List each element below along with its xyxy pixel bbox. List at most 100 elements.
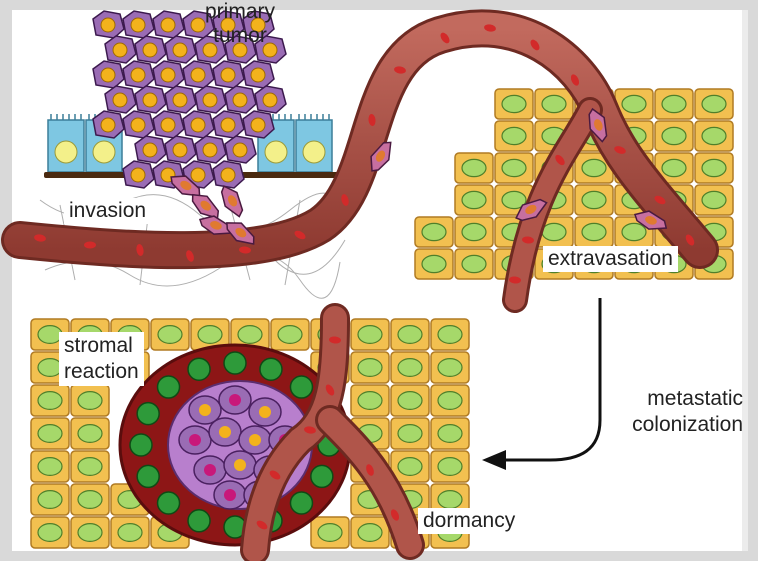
tissue-nucleus — [462, 191, 486, 208]
tissue-nucleus — [398, 458, 422, 476]
epithelial-nucleus — [93, 141, 115, 163]
tissue-nucleus — [78, 524, 102, 542]
tumor-nucleus — [161, 68, 175, 82]
tissue-nucleus — [118, 524, 142, 542]
tissue-nucleus — [398, 425, 422, 443]
colony-nucleus — [224, 489, 236, 501]
tissue-nucleus — [702, 159, 726, 176]
label-metastatic-colonization: metastatic colonization — [617, 386, 743, 438]
tissue-nucleus — [502, 95, 526, 112]
tissue-nucleus — [38, 392, 62, 410]
tissue-nucleus — [438, 458, 462, 476]
colony-nucleus — [219, 426, 231, 438]
colony-nucleus — [229, 394, 241, 406]
tissue-nucleus — [38, 458, 62, 476]
red-blood-cell — [84, 242, 96, 249]
tissue-nucleus — [398, 326, 422, 344]
tissue-nucleus — [462, 255, 486, 272]
tissue-nucleus — [438, 359, 462, 377]
tumor-nucleus — [131, 68, 145, 82]
colony-nucleus — [199, 404, 211, 416]
label-primary-tumor: primary tumor — [205, 0, 275, 48]
tissue-nucleus — [462, 159, 486, 176]
tissue-nucleus — [422, 255, 446, 272]
stromal-nucleus — [137, 465, 159, 487]
stromal-nucleus — [290, 376, 312, 398]
tumor-nucleus — [173, 43, 187, 57]
tumor-nucleus — [233, 143, 247, 157]
label-invasion: invasion — [64, 198, 151, 224]
stromal-nucleus — [158, 376, 180, 398]
tissue-nucleus — [398, 359, 422, 377]
tissue-nucleus — [278, 326, 302, 344]
tissue-nucleus — [38, 425, 62, 443]
tumor-nucleus — [113, 43, 127, 57]
tissue-nucleus — [398, 392, 422, 410]
stromal-nucleus — [260, 358, 282, 380]
tumor-nucleus — [251, 118, 265, 132]
tissue-nucleus — [438, 392, 462, 410]
tumor-nucleus — [221, 68, 235, 82]
tissue-nucleus — [358, 326, 382, 344]
tumor-nucleus — [251, 68, 265, 82]
tissue-nucleus — [462, 223, 486, 240]
tissue-nucleus — [502, 159, 526, 176]
tissue-nucleus — [502, 127, 526, 144]
tumor-nucleus — [143, 43, 157, 57]
tissue-nucleus — [702, 191, 726, 208]
tumor-nucleus — [101, 68, 115, 82]
tissue-nucleus — [78, 458, 102, 476]
tissue-nucleus — [78, 491, 102, 509]
tumor-nucleus — [191, 68, 205, 82]
label-dormancy: dormancy — [418, 508, 520, 534]
tissue-nucleus — [702, 95, 726, 112]
tumor-nucleus — [161, 118, 175, 132]
tissue-nucleus — [158, 326, 182, 344]
tissue-nucleus — [358, 524, 382, 542]
stromal-nucleus — [290, 492, 312, 514]
tumor-nucleus — [221, 118, 235, 132]
tissue-nucleus — [622, 95, 646, 112]
tumor-nucleus — [191, 118, 205, 132]
tumor-nucleus — [131, 168, 145, 182]
tissue-nucleus — [238, 326, 262, 344]
tumor-nucleus — [143, 93, 157, 107]
tissue-nucleus — [198, 326, 222, 344]
tissue-nucleus — [582, 159, 606, 176]
stromal-nucleus — [130, 434, 152, 456]
tumor-nucleus — [113, 93, 127, 107]
tumor-nucleus — [131, 118, 145, 132]
tissue-nucleus — [542, 223, 566, 240]
tumor-nucleus — [191, 168, 205, 182]
tumor-nucleus — [173, 93, 187, 107]
colony-nucleus — [204, 464, 216, 476]
tissue-nucleus — [438, 425, 462, 443]
tumor-nucleus — [101, 18, 115, 32]
tissue-nucleus — [38, 524, 62, 542]
colony-nucleus — [189, 434, 201, 446]
stromal-nucleus — [137, 403, 159, 425]
tissue-nucleus — [582, 191, 606, 208]
tissue-nucleus — [542, 95, 566, 112]
tumor-nucleus — [233, 93, 247, 107]
epithelial-nucleus — [55, 141, 77, 163]
colony-nucleus — [259, 406, 271, 418]
tumor-nucleus — [143, 143, 157, 157]
tissue-nucleus — [622, 223, 646, 240]
tissue-nucleus — [438, 491, 462, 509]
tumor-nucleus — [203, 93, 217, 107]
label-stromal-reaction: stromal reaction — [59, 332, 144, 386]
tissue-nucleus — [662, 95, 686, 112]
right-border — [742, 10, 748, 551]
tissue-nucleus — [358, 392, 382, 410]
epithelial-nucleus — [265, 141, 287, 163]
colony-nucleus — [234, 459, 246, 471]
tissue-nucleus — [318, 524, 342, 542]
stromal-nucleus — [158, 492, 180, 514]
tissue-nucleus — [702, 127, 726, 144]
tissue-nucleus — [438, 326, 462, 344]
tumor-nucleus — [203, 143, 217, 157]
tissue-nucleus — [78, 425, 102, 443]
